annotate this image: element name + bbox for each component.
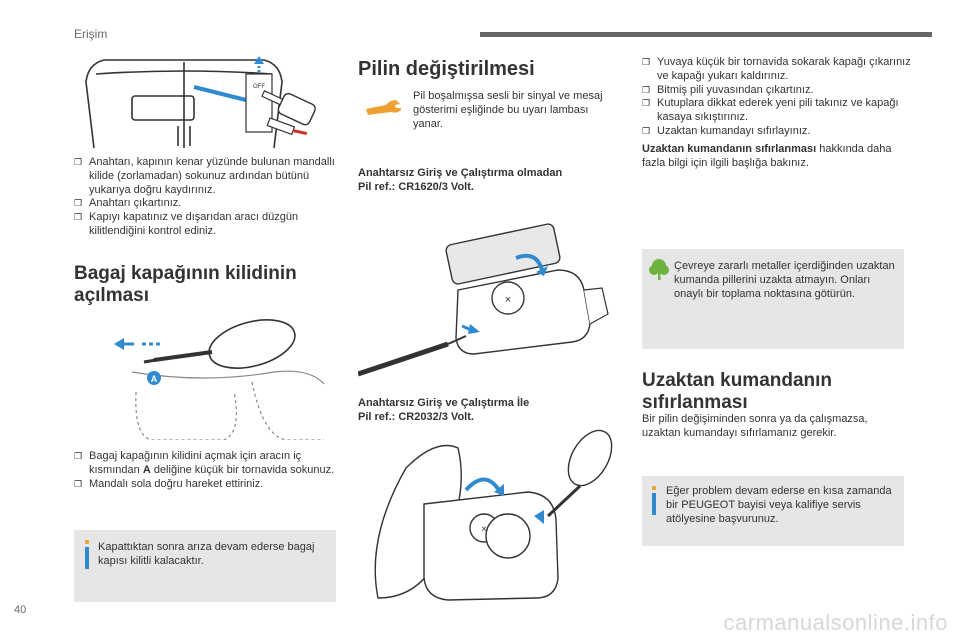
callout-a bbox=[147, 371, 161, 385]
wrench-warning-icon bbox=[366, 100, 401, 115]
pointer-line bbox=[193, 85, 247, 102]
list-item: ❒Yuvaya küçük bir tornavida sokarak kapa… bbox=[642, 56, 911, 82]
list-item: ❒Anahtarı, kapının kenar yüzünde bulunan… bbox=[74, 156, 335, 196]
tailgate-steps: ❒Bagaj kapağının kilidini açmak için ara… bbox=[74, 450, 336, 491]
info-icon bbox=[85, 540, 89, 570]
remote-without-keyless-illustration: × bbox=[358, 223, 609, 377]
list-item: ❒Bitmiş pili yuvasından çıkartınız. bbox=[642, 83, 814, 96]
eco-box: Çevreye zararlı metaller içerdiğinden uz… bbox=[642, 249, 904, 349]
remote-with-keyless-illustration: × bbox=[374, 429, 613, 601]
info-box-tailgate: Kapattıktan sonra arıza devam ederse bag… bbox=[74, 530, 336, 602]
list-item: ❒Bagaj kapağının kilidini açmak için ara… bbox=[74, 450, 335, 476]
list-item: ❒Uzaktan kumandayı sıfırlayınız. bbox=[642, 124, 811, 137]
watermark: carmanualsonline.info bbox=[723, 610, 948, 635]
page-number: 40 bbox=[14, 604, 27, 616]
info-icon bbox=[652, 486, 656, 516]
list-item: ❒Anahtarı çıkartınız. bbox=[74, 197, 182, 210]
section-header: Erişim bbox=[74, 27, 108, 41]
eco-tree-icon bbox=[649, 259, 669, 280]
svg-text:A: A bbox=[151, 374, 158, 384]
svg-text:OFF: OFF bbox=[253, 84, 265, 90]
info-box-dealer: Eğer problem devam ederse en kısa zamand… bbox=[642, 476, 904, 546]
header-bar bbox=[480, 32, 932, 37]
key-blade-icon bbox=[266, 117, 308, 136]
list-item: ❒Kutuplara dikkat ederek yeni pili takın… bbox=[642, 97, 899, 124]
list-item: ❒Kapıyı kapatınız ve dışarıdan aracı düz… bbox=[74, 211, 299, 237]
van-rear-door-illustration: OFF bbox=[85, 56, 316, 149]
warning-description: Pil boşalmışsa sesli bir sinyal ve mesaj… bbox=[413, 90, 603, 130]
svg-text:×: × bbox=[481, 524, 487, 535]
door-unlock-steps: ❒Anahtarı, kapının kenar yüzünde bulunan… bbox=[74, 156, 336, 239]
reset-description: Bir pilin değişiminden sonra ya da çalış… bbox=[642, 413, 868, 439]
svg-text:×: × bbox=[505, 294, 511, 306]
tailgate-unlock-illustration: A bbox=[114, 319, 325, 440]
key-fob-icon bbox=[261, 90, 316, 126]
reset-reference: Uzaktan kumandanın sıfırlanması hakkında… bbox=[642, 143, 892, 169]
list-item: ❒Mandalı sola doğru hareket ettiriniz. bbox=[74, 477, 264, 490]
battery-steps: ❒Yuvaya küçük bir tornavida sokarak kapa… bbox=[642, 56, 912, 139]
battery-heading: Pilin değiştirilmesi bbox=[358, 58, 535, 80]
